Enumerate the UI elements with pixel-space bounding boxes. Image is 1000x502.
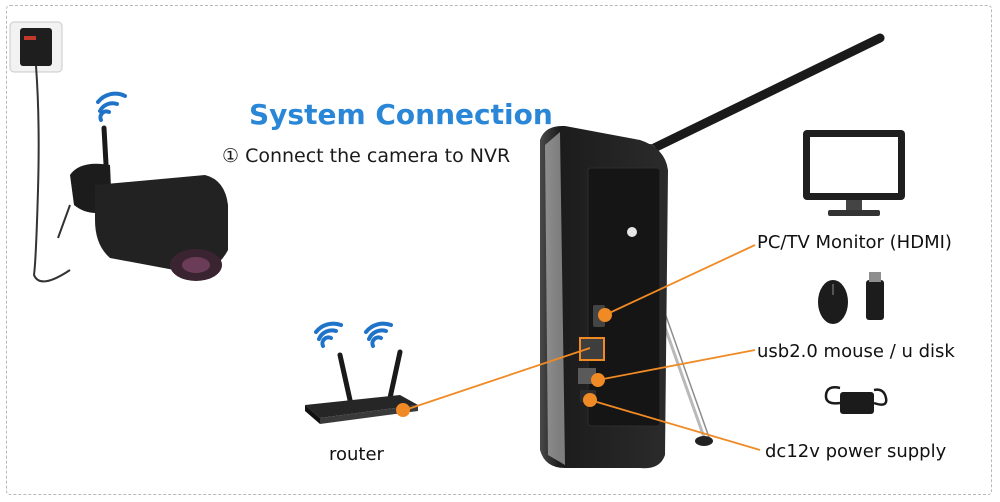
monitor-label: PC/TV Monitor (HDMI) bbox=[757, 232, 952, 253]
diagram-title: System Connection bbox=[249, 98, 553, 131]
mouse-icon bbox=[818, 280, 848, 324]
diagram-frame bbox=[6, 5, 992, 495]
connector-dots bbox=[396, 308, 612, 417]
power-adapter-icon bbox=[9, 21, 71, 283]
connector-lines bbox=[404, 244, 761, 451]
usb-label: usb2.0 mouse / u disk bbox=[757, 341, 955, 362]
power-supply-icon bbox=[824, 386, 888, 414]
router-port-dot bbox=[396, 403, 410, 417]
router-label: router bbox=[329, 444, 384, 465]
power-label: dc12v power supply bbox=[765, 441, 947, 462]
wifi-icon bbox=[96, 91, 127, 122]
diagram-step: ① Connect the camera to NVR bbox=[222, 145, 511, 167]
wifi-icon bbox=[314, 321, 393, 348]
usb-port-dot bbox=[591, 373, 605, 387]
nvr-icon bbox=[540, 125, 668, 469]
camera-icon bbox=[57, 125, 228, 281]
hdmi-port-dot bbox=[598, 308, 612, 322]
router-icon bbox=[305, 349, 418, 424]
monitor-icon bbox=[803, 130, 905, 216]
usb-drive-icon bbox=[866, 272, 884, 320]
power-port-dot bbox=[583, 393, 597, 407]
